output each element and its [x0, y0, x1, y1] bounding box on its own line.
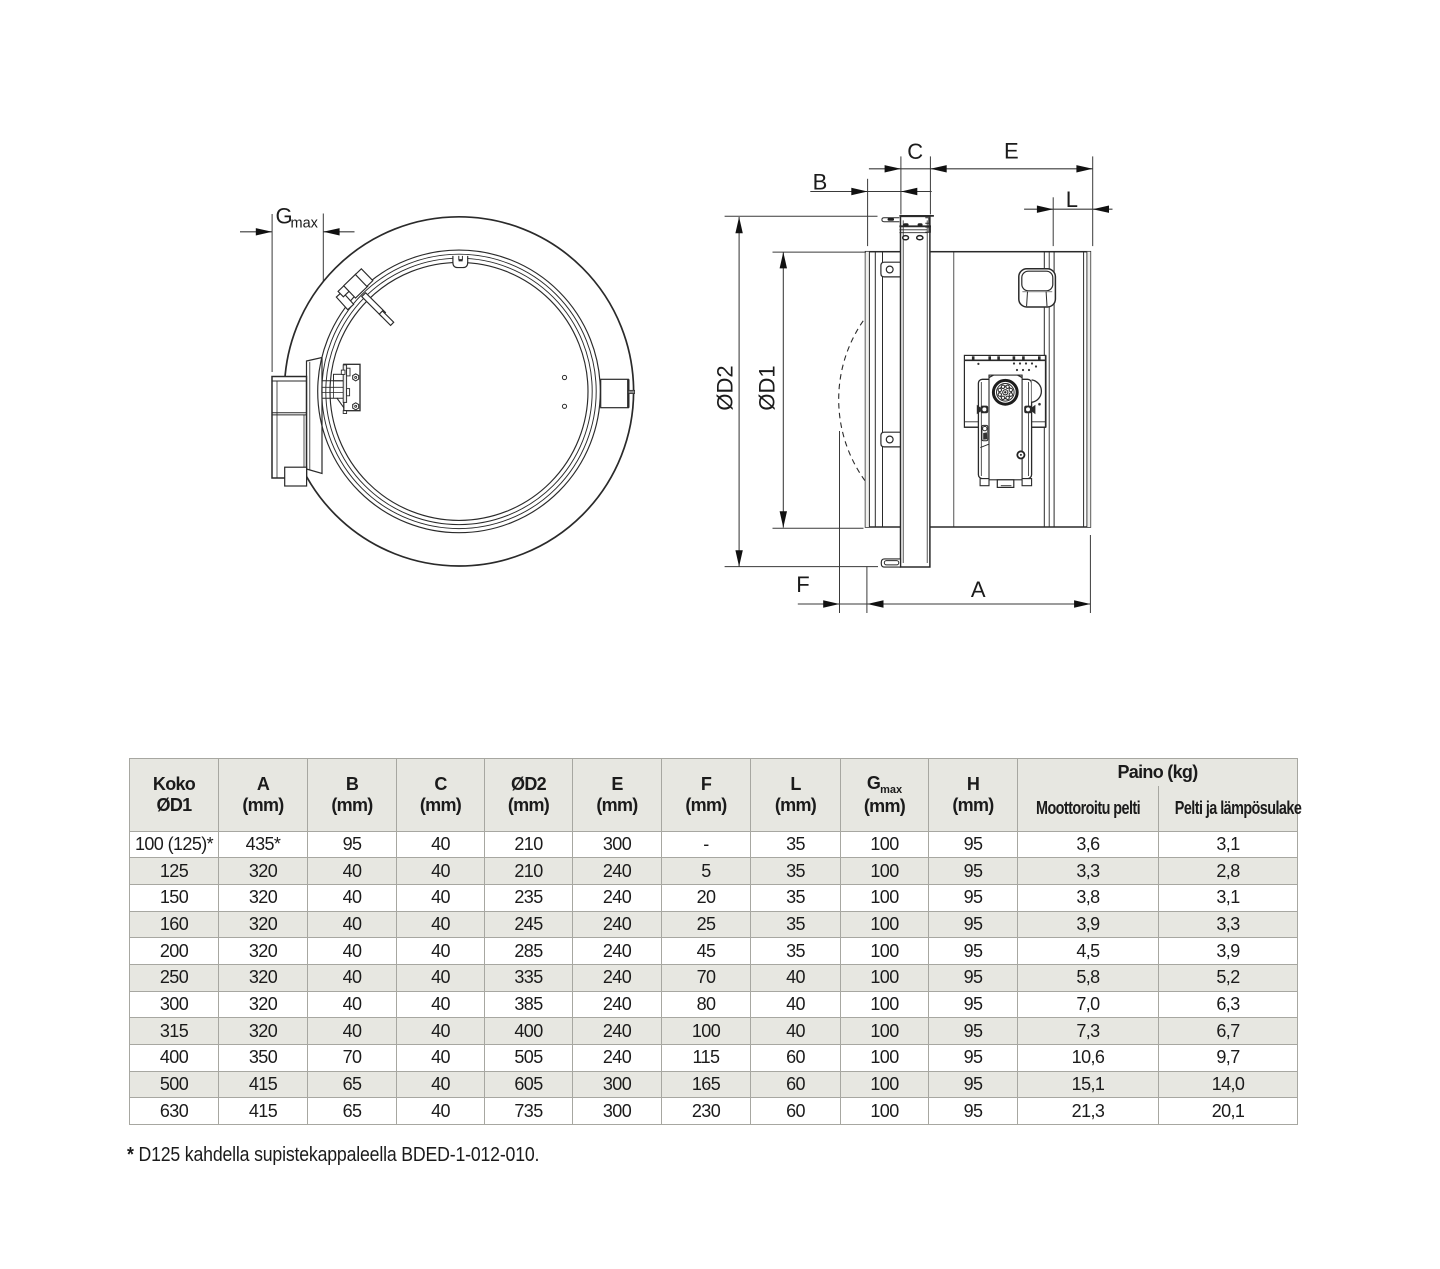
- svg-text:G: G: [276, 204, 293, 229]
- svg-text:B: B: [813, 170, 828, 195]
- svg-text:C: C: [907, 139, 923, 164]
- svg-text:A: A: [971, 577, 986, 602]
- svg-text:F: F: [796, 572, 809, 597]
- svg-text:max: max: [291, 216, 319, 232]
- svg-text:ØD2: ØD2: [713, 365, 738, 410]
- svg-text:E: E: [1004, 139, 1019, 164]
- svg-text:ØD1: ØD1: [755, 365, 780, 410]
- svg-text:L: L: [1066, 187, 1078, 212]
